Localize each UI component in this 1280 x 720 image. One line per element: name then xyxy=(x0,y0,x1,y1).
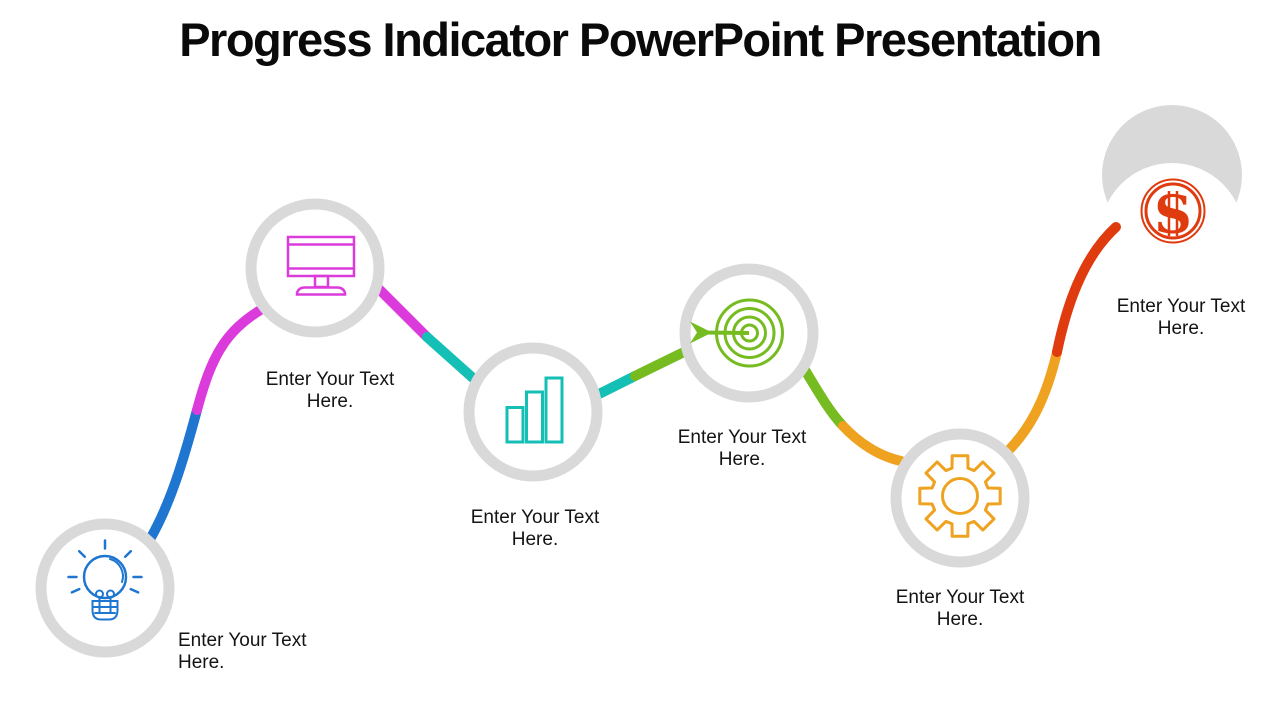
slide-title: Progress Indicator PowerPoint Presentati… xyxy=(179,13,1102,66)
connector-5-orange-segment xyxy=(1004,347,1062,455)
connector-2-magenta-segment xyxy=(375,285,432,342)
dollar-sign-glyph: S xyxy=(1154,185,1192,246)
dollar-icon: S xyxy=(1140,178,1206,246)
gear-icon xyxy=(918,454,1002,538)
connector-4-green-segment xyxy=(800,365,848,431)
crescent-shape xyxy=(1100,105,1244,307)
connector-1-magenta-segment xyxy=(192,304,267,415)
connector-5-red-segment xyxy=(1052,222,1121,357)
progress-path xyxy=(144,222,1121,546)
placeholder-text-3[interactable]: Enter Your Text Here. xyxy=(470,507,600,550)
connector-2-teal-segment xyxy=(422,332,479,384)
monitor-icon xyxy=(286,235,356,296)
node-circle-idea xyxy=(35,518,175,658)
connector-3-teal-segment xyxy=(594,371,640,399)
connector-3-green-segment xyxy=(630,347,689,381)
placeholder-text-6[interactable]: Enter Your Text Here. xyxy=(1116,296,1246,339)
connector-4-orange-segment xyxy=(838,421,906,466)
placeholder-text-2[interactable]: Enter Your Text Here. xyxy=(265,369,395,412)
placeholder-text-1[interactable]: Enter Your Text Here. xyxy=(178,630,307,673)
placeholder-text-5[interactable]: Enter Your Text Here. xyxy=(895,587,1025,630)
node-circle-chart xyxy=(463,342,603,482)
placeholder-text-4[interactable]: Enter Your Text Here. xyxy=(677,427,807,470)
crescent-cutout xyxy=(1100,163,1244,307)
bar-chart-icon xyxy=(505,376,564,444)
arrow-fletching xyxy=(690,321,712,344)
connector-1-blue-segment xyxy=(144,405,202,546)
node-circle-gear xyxy=(890,428,1030,568)
lightbulb-icon xyxy=(67,539,143,621)
target-icon xyxy=(690,298,784,368)
